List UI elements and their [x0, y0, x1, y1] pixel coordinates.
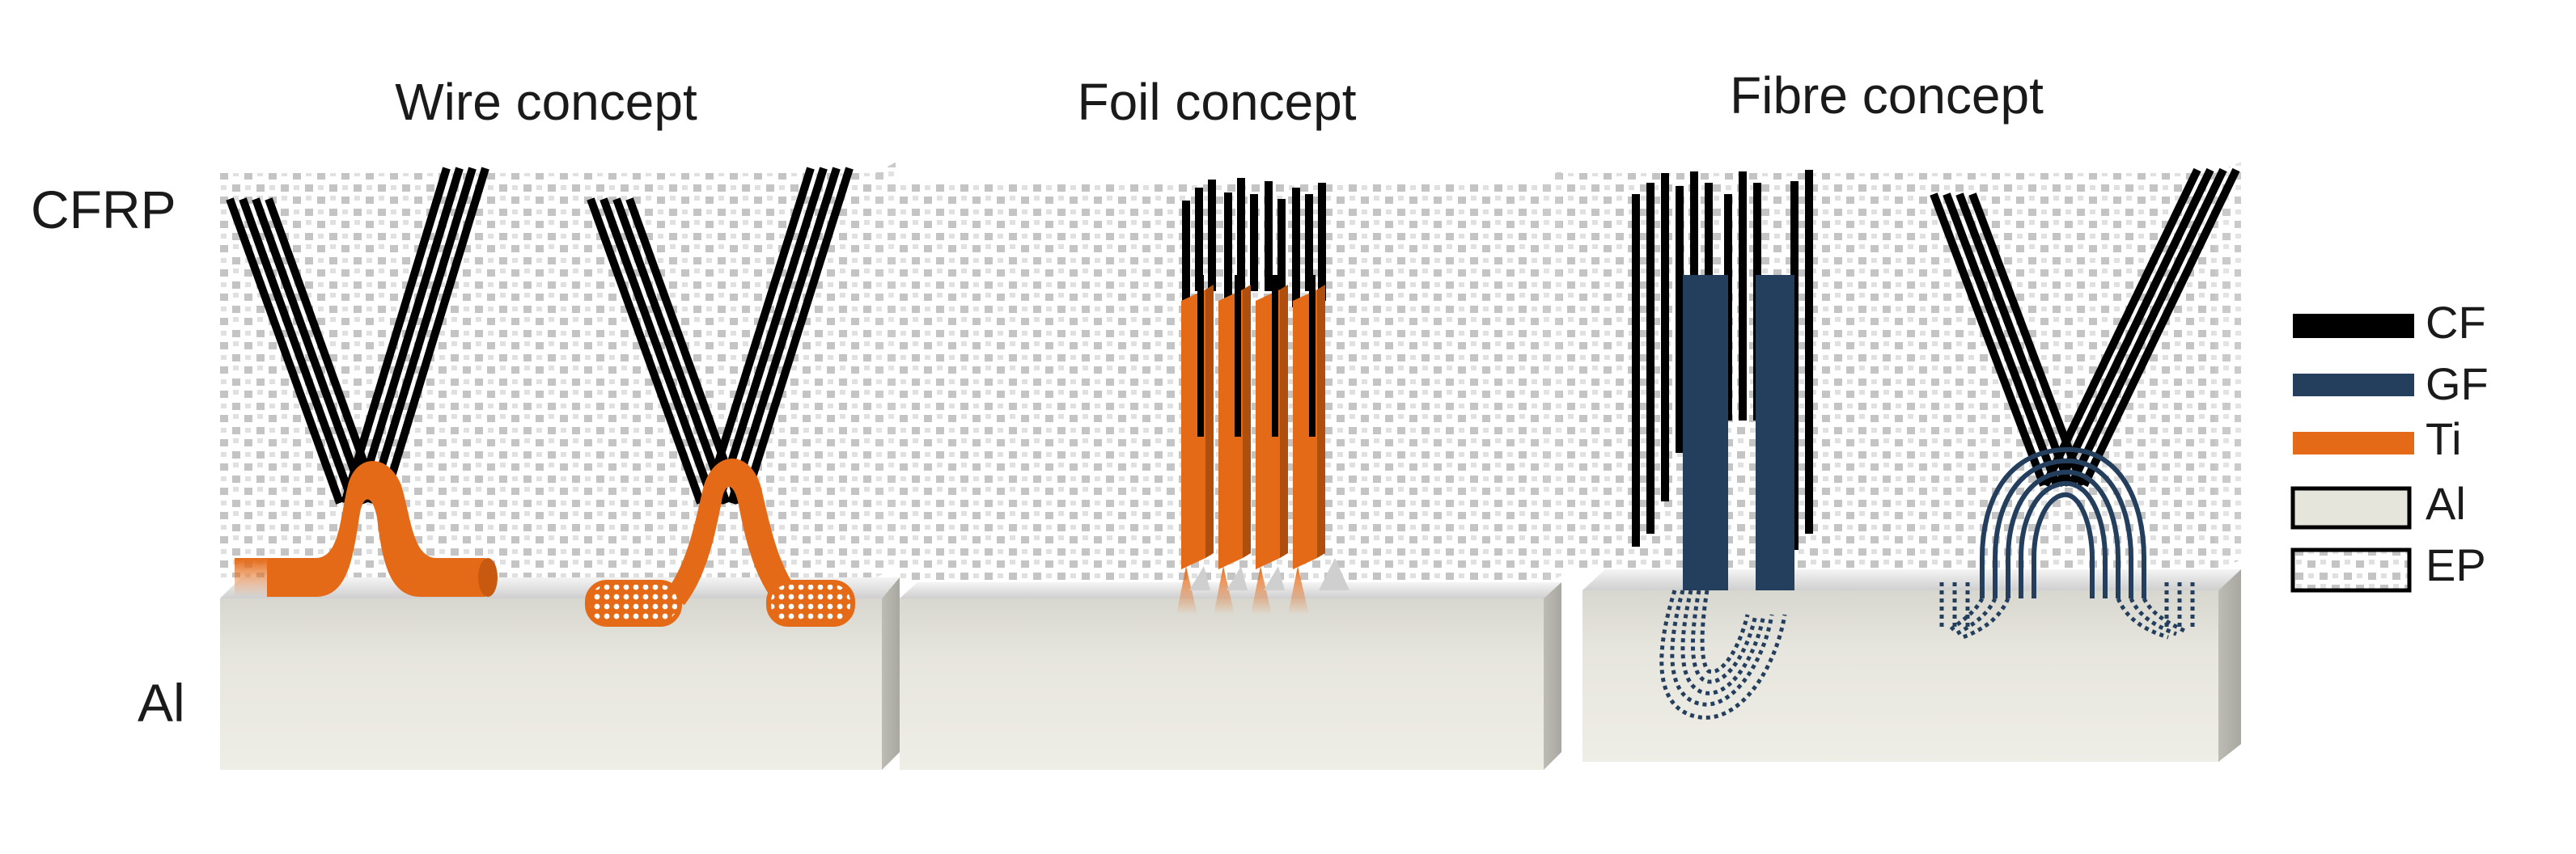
- legend-item-al: Al: [2290, 478, 2466, 530]
- wire-cf-bundle-right: [587, 167, 854, 505]
- fibre-gf-loop-dashed: [1659, 590, 1787, 720]
- legend-swatch-ep: [2290, 547, 2412, 593]
- legend-item-cf: CF: [2293, 297, 2486, 348]
- wire-ti-loop-right: [585, 459, 855, 627]
- legend-label-ep: EP: [2426, 539, 2486, 590]
- legend-label-ti: Ti: [2426, 413, 2462, 464]
- legend-label-al: Al: [2426, 478, 2466, 529]
- legend-swatch-ti: [2293, 432, 2414, 454]
- legend-label-cf: CF: [2426, 297, 2486, 348]
- panel-title-wire: Wire concept: [395, 73, 697, 131]
- foil-cf-overlay: [1197, 275, 1316, 437]
- wire-aluminium-block: [220, 577, 900, 770]
- side-label-al: Al: [138, 673, 185, 733]
- fibre-gf-loop: [1980, 446, 2146, 598]
- wire-ti-loop-left: [235, 461, 498, 597]
- legend-item-gf: GF: [2293, 358, 2489, 409]
- fibre-gf-ends-dashed: [1939, 582, 2195, 640]
- wire-cf-bundle-left: [226, 167, 489, 505]
- legend-label-gf: GF: [2426, 358, 2489, 409]
- foil-bond-spikes: [1176, 558, 1349, 615]
- legend-item-ti: Ti: [2293, 413, 2462, 464]
- legend-item-ep: EP: [2290, 539, 2486, 593]
- panel-title-foil: Foil concept: [1077, 73, 1356, 131]
- foil-concept-panel: Foil concept: [900, 73, 1561, 770]
- legend: CF GF Ti Al EP: [2290, 297, 2489, 593]
- side-label-cfrp: CFRP: [31, 180, 176, 239]
- legend-swatch-al: [2290, 486, 2412, 530]
- wire-concept-panel: Wire concept: [220, 73, 900, 770]
- fibre-cf-v-right: [1930, 167, 2240, 488]
- legend-swatch-gf: [2293, 374, 2414, 396]
- fibre-gf-vertical: [1683, 275, 1794, 590]
- fibre-concept-panel: Fibre concept: [1561, 66, 2241, 762]
- fibre-aluminium-block: [1582, 569, 2241, 762]
- foil-aluminium-block: [900, 582, 1561, 770]
- panel-title-fibre: Fibre concept: [1730, 66, 2044, 125]
- legend-swatch-cf: [2293, 314, 2414, 338]
